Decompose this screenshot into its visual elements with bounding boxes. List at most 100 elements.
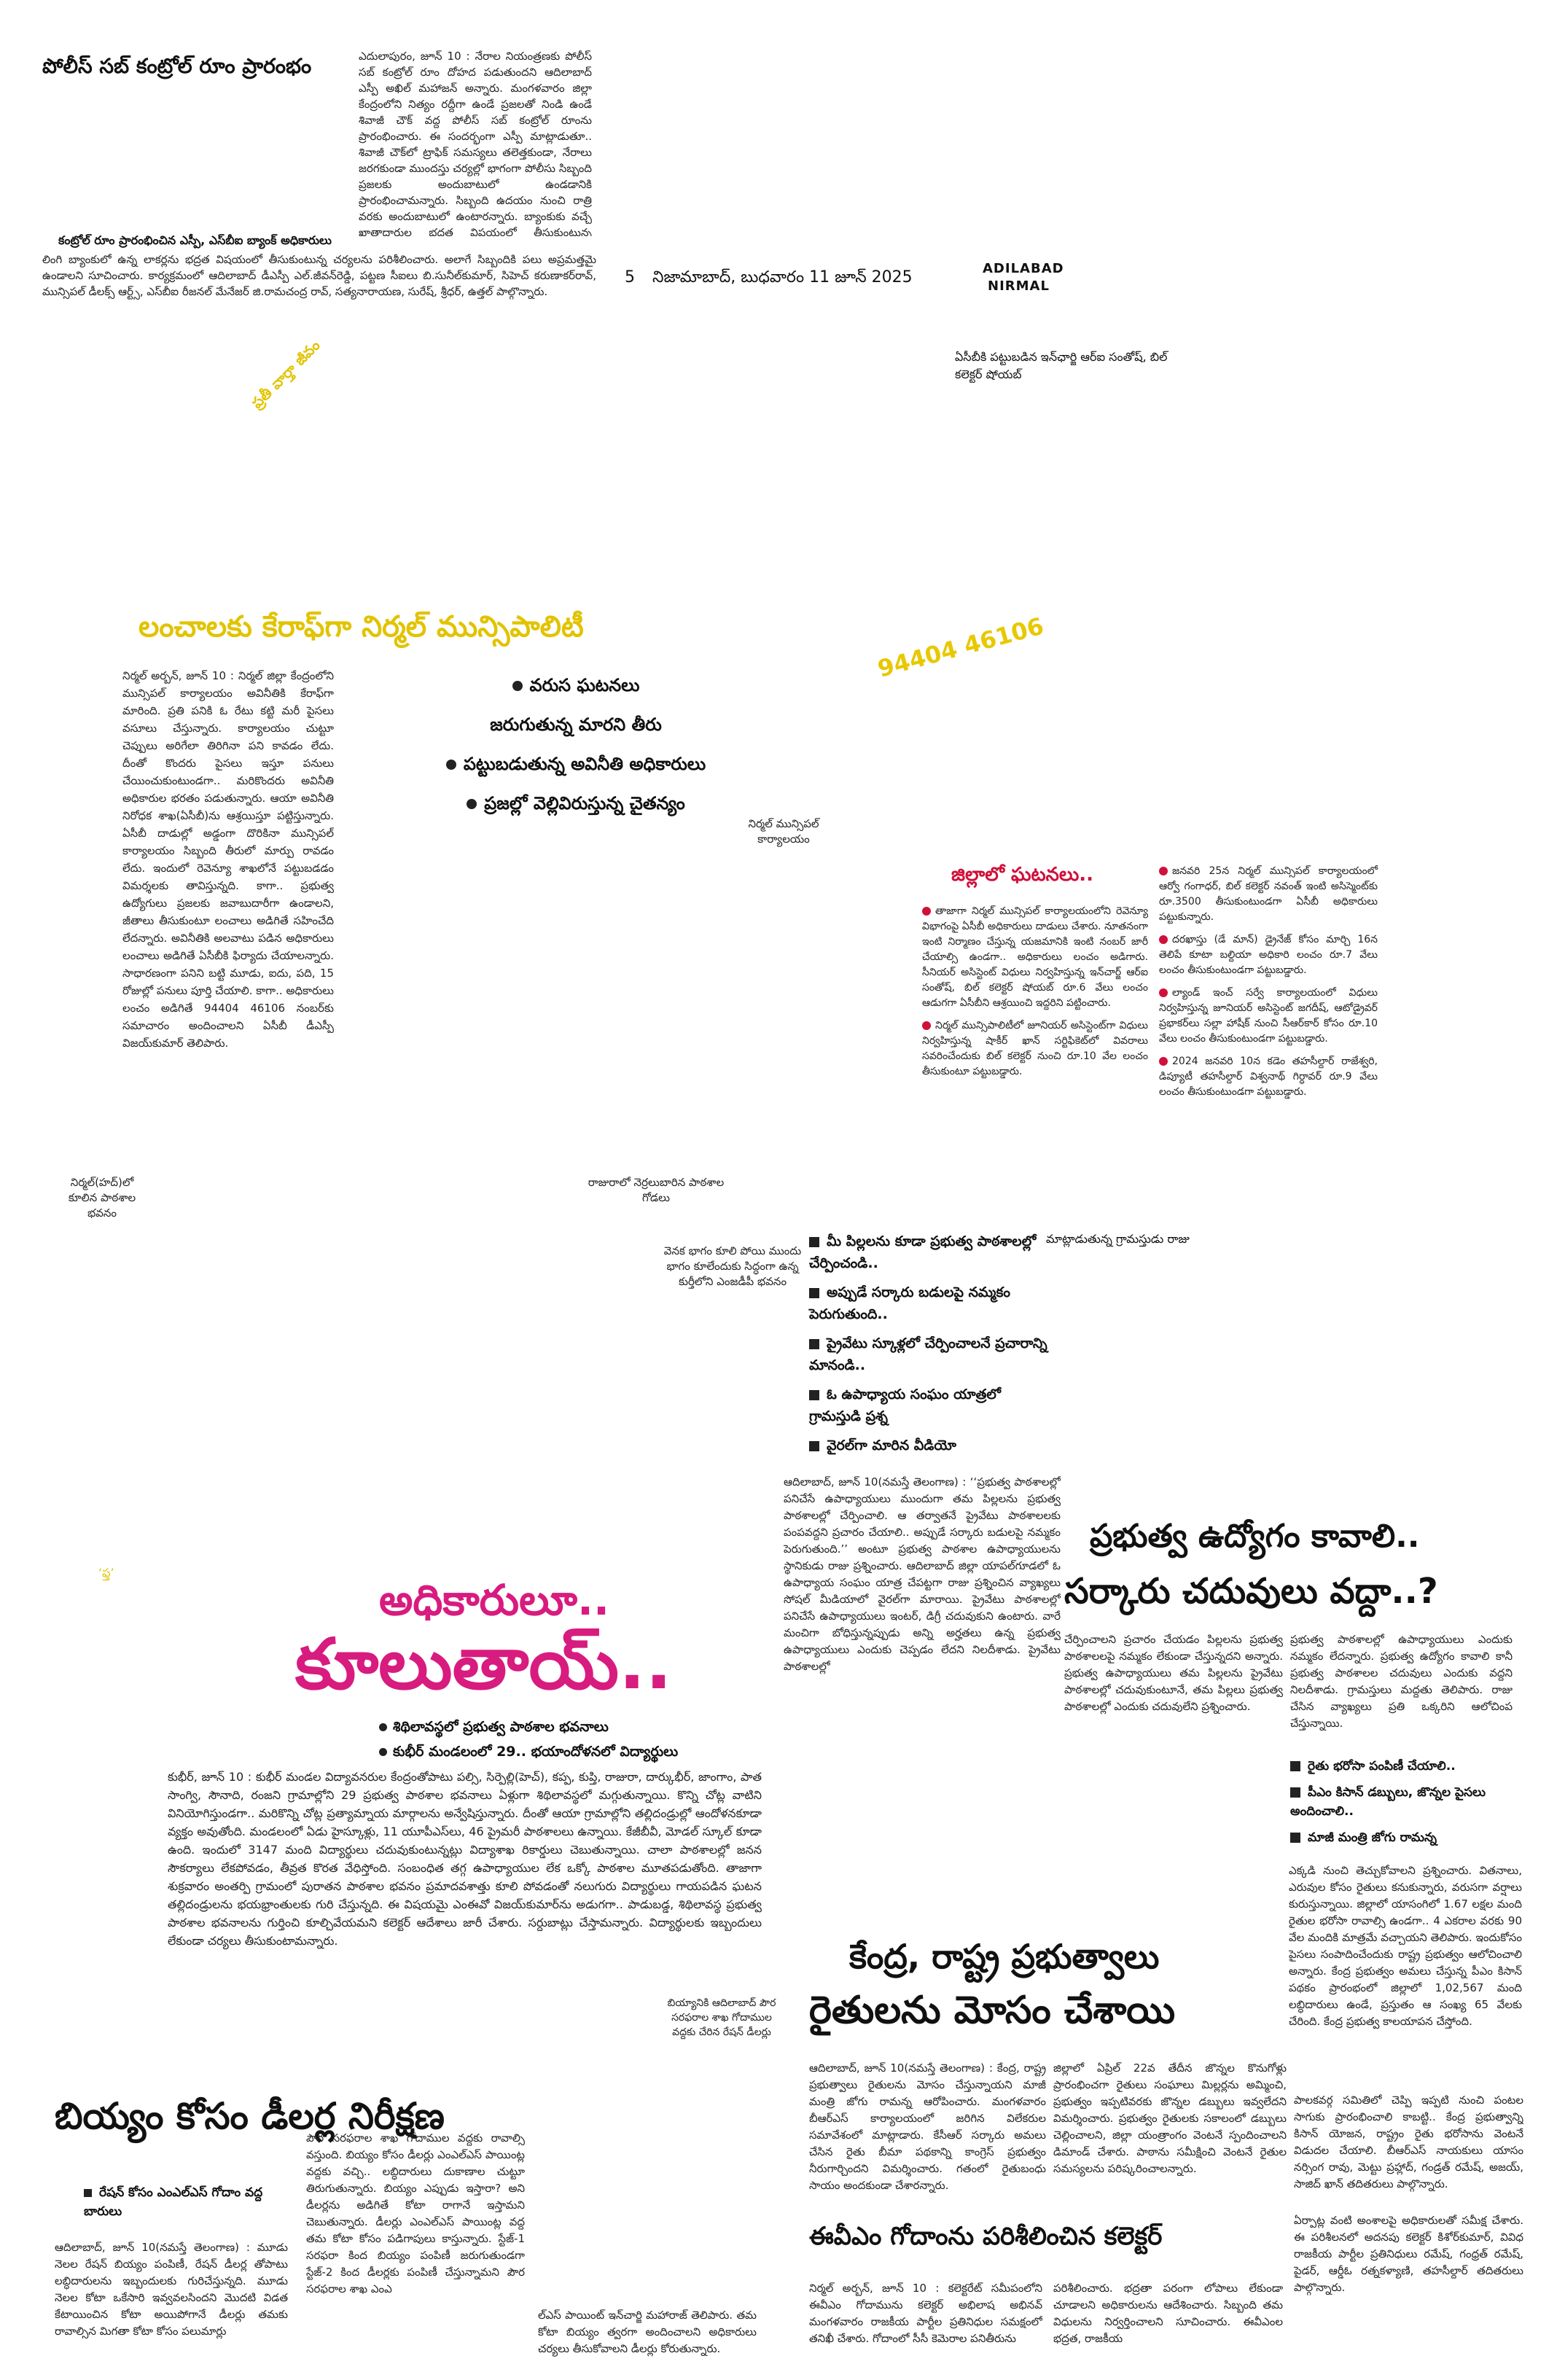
survey-body: ఆదిలాబాద్, జూన్ 10(నమస్తే తెలంగాణ) : ‘‘ప… xyxy=(784,1475,1061,1673)
office-photo-caption: నిర్మల్ మున్సిపల్ కార్యాలయం xyxy=(748,817,819,846)
school-photo-caption-1: నిర్మల్(హద్)లో కూలిన పాఠశాల భవనం xyxy=(68,1176,136,1220)
story1-body: ఎదులాపురం, జూన్ 10 : నేరాల నియంత్రణకు పో… xyxy=(359,50,592,236)
farmer-highlight-item: మాజీ మంత్రి జోగు రామన్న xyxy=(1290,1828,1531,1847)
acb-photo-caption: ఏసీబీకి పట్టుబడిన ఇన్‌ఛార్జి ఆర్‌ఐ సంతోష… xyxy=(955,350,1168,381)
badge-news: ప్రతీ వార్తా జీవం xyxy=(248,336,324,412)
school-highlight-item: కుభీర్ మండలంలో 29.. భయాందోళనలో విద్యార్థ… xyxy=(379,1739,758,1764)
dealer-highlight-label: రేషన్ కోసం ఎంఎల్‌ఎస్ గోదాం వద్ద బారులు xyxy=(84,2185,263,2219)
edition-nirmal: NIRMAL xyxy=(988,278,1050,294)
incident-text: తాజాగా నిర్మల్ మున్సిపల్ కార్యాలయంలోని ర… xyxy=(922,905,1148,1009)
bullet-icon xyxy=(809,1389,819,1400)
incident-bullet-icon xyxy=(1159,867,1168,875)
school-body: కుభీర్, జూన్ 10 : కుభీర్ మండల విద్యావనరు… xyxy=(168,1770,762,1948)
bullet-icon xyxy=(1290,1761,1300,1771)
survey-highlight-item: ప్రైవేటు స్కూళ్లలో చేర్పించాలనే ప్రచారాన… xyxy=(809,1333,1057,1376)
school-highlight-label: శిథిలావస్థలో ప్రభుత్వ పాఠశాల భవనాలు xyxy=(393,1719,609,1735)
page-number: 5 xyxy=(625,268,635,286)
farmer-highlights: రైతు భరోసా పంపిణీ చేయాలి.. పీఎం కిసాన్ డ… xyxy=(1290,1757,1531,1854)
story1-headline: పోలీస్ సబ్ కంట్రోల్ రూం ప్రారంభం xyxy=(42,54,312,78)
incident-item: తాజాగా నిర్మల్ మున్సిపల్ కార్యాలయంలోని ర… xyxy=(922,904,1148,1011)
bullet-icon xyxy=(1290,1787,1300,1798)
survey-headline-2: సర్కారు చదువులు వద్దా..? xyxy=(1064,1571,1438,1612)
incidents-left: తాజాగా నిర్మల్ మున్సిపల్ కార్యాలయంలోని ర… xyxy=(922,904,1148,1080)
school-small-mark: ‘ఫ్త’ xyxy=(98,1566,114,1580)
school-photo-caption-3: వెనక భాగం కూలి పోయి ముందు భాగం కూలేందుకు… xyxy=(663,1244,802,1288)
school-kicker: అధికారులూ.. xyxy=(379,1575,610,1625)
survey-headline-1: ప్రభుత్వ ఉద్యోగం కావాలి.. xyxy=(1090,1518,1420,1555)
lead-highlight-label: ప్రజల్లో వెల్లివిరుస్తున్న చైతన్యం xyxy=(484,793,685,814)
farmer-highlight-item: రైతు భరోసా పంపిణీ చేయాలి.. xyxy=(1290,1757,1531,1776)
story1-photo-caption: కంట్రోల్ రూం ప్రారంభించిన ఎస్పీ, ఎస్‌బీఐ… xyxy=(58,233,332,247)
evm-body-col3: ఏర్పాట్ల వంటి అంశాలపై అధికారులతో సమీక్ష … xyxy=(1294,2214,1523,2294)
farmer-body-col2: జిల్లాలో ఏప్రిల్ 22వ తేదీన జొన్నల కొనుగో… xyxy=(1053,2061,1287,2175)
incident-bullet-icon xyxy=(1159,1057,1168,1066)
lead-highlight-item: ప్రజల్లో వెల్లివిరుస్తున్న చైతన్యం xyxy=(408,789,744,818)
evm-headline: ఈవీఎం గోదాంను పరిశీలించిన కలెక్టర్ xyxy=(809,2222,1163,2251)
survey-body-col1: చేర్పించాలని ప్రచారం చేయడం పిల్లలను ప్రభ… xyxy=(1064,1633,1283,1713)
school-highlights: శిథిలావస్థలో ప్రభుత్వ పాఠశాల భవనాలు కుభీ… xyxy=(379,1714,758,1764)
farmer-highlight-list: రైతు భరోసా పంపిణీ చేయాలి.. పీఎం కిసాన్ డ… xyxy=(1290,1757,1531,1847)
lead-highlight-label: వరుస ఘటనలు xyxy=(529,675,640,695)
farmer-headline-1: కేంద్ర, రాష్ట్ర ప్రభుత్వాలు xyxy=(849,1937,1160,1976)
incident-bullet-icon xyxy=(1159,935,1168,944)
survey-highlight-item: వైరల్‌గా మారిన వీడియో xyxy=(809,1435,1057,1456)
incidents-title: జిల్లాలో ఘటనలు.. xyxy=(951,864,1094,886)
school-photo-caption-2: రాజురాలో నెర్రలుబారిన పాఠశాల గోడలు xyxy=(588,1176,725,1204)
farmer-highlight-item: పీఎం కిసాన్ డబ్బులు, జొన్నల పైసలు అందించ… xyxy=(1290,1783,1531,1821)
incident-bullet-icon xyxy=(1159,988,1168,997)
incident-text: నిర్మల్ మున్సిపాలిటీలో జూనియర్ అసిస్టెంట… xyxy=(922,1020,1148,1077)
bullet-icon xyxy=(512,681,523,691)
farmer-highlight-label: మాజీ మంత్రి జోగు రామన్న xyxy=(1308,1830,1437,1845)
farmer-side-body: ఎక్కడి నుంచి తెచ్చుకోవాలని ప్రశ్నించారు.… xyxy=(1289,1864,1522,2028)
bullet-icon xyxy=(809,1287,819,1298)
farmer-headline-2: రైతులను మోసం చేశాయి xyxy=(809,1989,1176,2032)
dealer-body-col1: ఆదిలాబాద్, జూన్ 10(నమస్తే తెలంగాణ) : మూడ… xyxy=(55,2241,288,2338)
bullet-icon xyxy=(445,760,456,770)
survey-body-col2: ప్రభుత్వ పాఠశాలల్లో ఉపాధ్యాయులు ఎందుకు న… xyxy=(1290,1633,1513,1730)
lead-highlight-item: పట్టుబడుతున్న అవినీతి అధికారులు xyxy=(408,749,744,779)
incident-text: 2024 జనవరి 10న కడెం తహసీల్దార్ రాజేశ్వరి… xyxy=(1159,1056,1378,1098)
survey-highlight-label: మీ పిల్లలను కూడా ప్రభుత్వ పాఠశాలల్లో చేర… xyxy=(809,1233,1037,1271)
evm-body-col2: పరిశీలించారు. భద్రతా పరంగా లోపాలు లేకుండ… xyxy=(1053,2282,1283,2345)
school-highlight-label: కుభీర్ మండలంలో 29.. భయాందోళనలో విద్యార్థ… xyxy=(393,1744,679,1760)
dealer-body-col3: ల్‌ఎస్ పాయింట్ ఇన్‌చార్జి మహారాజ్ తెలిపా… xyxy=(538,2309,757,2355)
bullet-icon xyxy=(84,2188,92,2197)
survey-highlight-label: ఓ ఉపాధ్యాయ సంఘం యాత్రలో గ్రామస్తుడి ప్రశ… xyxy=(809,1386,1001,1424)
survey-highlight-label: వైరల్‌గా మారిన వీడియో xyxy=(827,1437,956,1454)
farmer-highlight-label: పీఎం కిసాన్ డబ్బులు, జొన్నల పైసలు అందించ… xyxy=(1290,1785,1486,1819)
incident-item: 2024 జనవరి 10న కడెం తహసీల్దార్ రాజేశ్వరి… xyxy=(1159,1054,1378,1100)
lead-highlight-item: జరుగుతున్న మారని తీరు xyxy=(408,710,744,739)
survey-highlight-list: మీ పిల్లలను కూడా ప్రభుత్వ పాఠశాలల్లో చేర… xyxy=(809,1230,1057,1456)
bullet-icon xyxy=(809,1236,819,1247)
incident-item: దరఖాస్తు (డే మాన్) డ్రైనేజ్ కోసం మార్చి … xyxy=(1159,932,1378,978)
incident-text: దరఖాస్తు (డే మాన్) డ్రైనేజ్ కోసం మార్చి … xyxy=(1159,934,1378,976)
lead-phone: 94404 46106 xyxy=(875,612,1047,683)
bullet-icon xyxy=(467,799,477,809)
lead-body: నిర్మల్ అర్బన్, జూన్ 10 : నిర్మల్ జిల్లా… xyxy=(122,669,334,1050)
incident-bullet-icon xyxy=(922,1021,931,1030)
survey-highlight-item: అప్పుడే సర్కారు బడులపై నమ్మకం పెరుగుతుంద… xyxy=(809,1281,1057,1325)
dealer-highlights: రేషన్ కోసం ఎంఎల్‌ఎస్ గోదాం వద్ద బారులు xyxy=(84,2183,303,2221)
school-highlight-item: శిథిలావస్థలో ప్రభుత్వ పాఠశాల భవనాలు xyxy=(379,1714,758,1739)
survey-highlights: మీ పిల్లలను కూడా ప్రభుత్వ పాఠశాలల్లో చేర… xyxy=(809,1230,1057,1464)
incidents-right: జనవరి 25న నిర్మల్ మున్సిపల్ కార్యాలయంలో … xyxy=(1159,864,1378,1100)
bullet-icon xyxy=(1290,1833,1300,1843)
lead-highlight-label: పట్టుబడుతున్న అవినీతి అధికారులు xyxy=(463,754,706,774)
dateline: నిజామాబాద్, బుధవారం 11 జూన్ 2025 xyxy=(652,268,913,286)
bullet-icon xyxy=(379,1748,387,1756)
school-headline: కూలుతాయ్.. xyxy=(295,1623,672,1705)
survey-highlight-item: ఓ ఉపాధ్యాయ సంఘం యాత్రలో గ్రామస్తుడి ప్రశ… xyxy=(809,1384,1057,1427)
farmer-body-col1: ఆదిలాబాద్, జూన్ 10(నమస్తే తెలంగాణ) : కేం… xyxy=(809,2061,1046,2192)
incident-item: జనవరి 25న నిర్మల్ మున్సిపల్ కార్యాలయంలో … xyxy=(1159,864,1378,925)
survey-highlight-label: ప్రైవేటు స్కూళ్లలో చేర్పించాలనే ప్రచారాన… xyxy=(809,1335,1047,1373)
incident-item: నిర్మల్ మున్సిపాలిటీలో జూనియర్ అసిస్టెంట… xyxy=(922,1018,1148,1080)
bullet-icon xyxy=(379,1723,387,1731)
dealer-highlight-item: రేషన్ కోసం ఎంఎల్‌ఎస్ గోదాం వద్ద బారులు xyxy=(84,2183,303,2221)
farmer-body-col3: పాలకవర్గ సమితిలో చెప్పి ఇప్పటి నుంచి పంట… xyxy=(1294,2094,1523,2190)
survey-highlight-label: అప్పుడే సర్కారు బడులపై నమ్మకం పెరుగుతుంద… xyxy=(809,1284,1011,1322)
incident-bullet-icon xyxy=(922,907,931,916)
incident-text: ల్యాండ్ ఇంచ్ సర్వే కార్యాలయంలో విధులు ని… xyxy=(1159,987,1378,1045)
survey-photo-caption: మాట్లాడుతున్న గ్రామస్తుడు రాజు xyxy=(1046,1232,1190,1246)
farmer-highlight-label: రైతు భరోసా పంపిణీ చేయాలి.. xyxy=(1308,1759,1456,1774)
bullet-icon xyxy=(809,1338,819,1349)
